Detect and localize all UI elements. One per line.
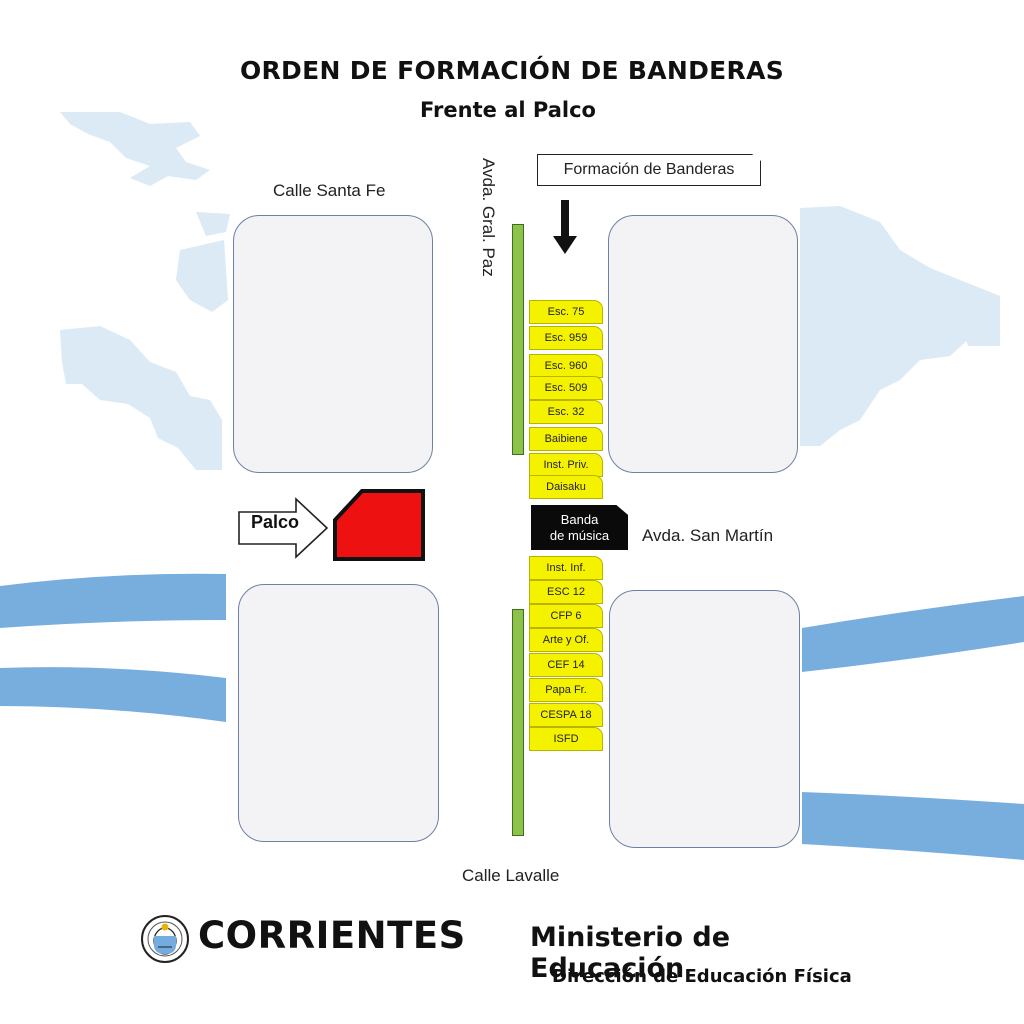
flag-list-south: Inst. Inf. ESC 12 CFP 6 Arte y Of. CEF 1… bbox=[529, 556, 604, 756]
flag-item: Papa Fr. bbox=[529, 678, 603, 702]
arrow-down-icon bbox=[553, 200, 577, 254]
city-block-northwest bbox=[233, 215, 433, 473]
flag-item: Arte y Of. bbox=[529, 628, 603, 652]
flag-item: Esc. 75 bbox=[529, 300, 603, 324]
city-block-southeast bbox=[609, 590, 800, 848]
page-title: ORDEN DE FORMACIÓN DE BANDERAS bbox=[239, 56, 785, 85]
palco-stage bbox=[333, 489, 425, 561]
flag-list-north: Esc. 75 Esc. 959 Esc. 960 Esc. 509 Esc. … bbox=[529, 300, 604, 500]
flag-item: ISFD bbox=[529, 727, 603, 751]
city-block-northeast bbox=[608, 215, 798, 473]
flag-item: ESC 12 bbox=[529, 580, 603, 604]
ministry-name: Ministerio de Educación bbox=[530, 922, 731, 984]
median-strip-south bbox=[512, 609, 524, 836]
formation-sign: Formación de Banderas bbox=[537, 154, 761, 186]
banda-de-musica: Banda de música bbox=[531, 505, 628, 550]
flag-item: CEF 14 bbox=[529, 653, 603, 677]
direction-name: Dirección de Educación Física bbox=[552, 966, 852, 987]
street-label-san-martin: Avda. San Martín bbox=[642, 526, 774, 545]
provincial-seal-icon bbox=[141, 915, 189, 963]
street-label-santa-fe: Calle Santa Fe bbox=[273, 181, 386, 200]
banda-label-line1: Banda bbox=[560, 511, 599, 527]
flag-item: Esc. 32 bbox=[529, 400, 603, 424]
flag-item: Inst. Priv. bbox=[529, 453, 603, 477]
street-label-lavalle: Calle Lavalle bbox=[462, 866, 560, 885]
flag-item: CFP 6 bbox=[529, 604, 603, 628]
arrow-right-icon bbox=[238, 497, 329, 559]
flag-item: Daisaku bbox=[529, 475, 603, 499]
street-label-gral-paz: Avda. Gral. Paz bbox=[479, 158, 498, 277]
flag-item: Inst. Inf. bbox=[529, 556, 603, 580]
page-subtitle: Frente al Palco bbox=[420, 98, 596, 122]
palco-label: Palco bbox=[250, 512, 300, 532]
banda-label-line2: de música bbox=[549, 527, 610, 543]
flag-item: Baibiene bbox=[529, 427, 603, 451]
flag-item: Esc. 509 bbox=[529, 376, 603, 400]
province-name: CORRIENTES bbox=[198, 914, 466, 957]
flag-item: Esc. 960 bbox=[529, 354, 603, 378]
flag-item: CESPA 18 bbox=[529, 703, 603, 727]
flag-item: Esc. 959 bbox=[529, 326, 603, 350]
city-block-southwest bbox=[238, 584, 439, 842]
median-strip-north bbox=[512, 224, 524, 455]
